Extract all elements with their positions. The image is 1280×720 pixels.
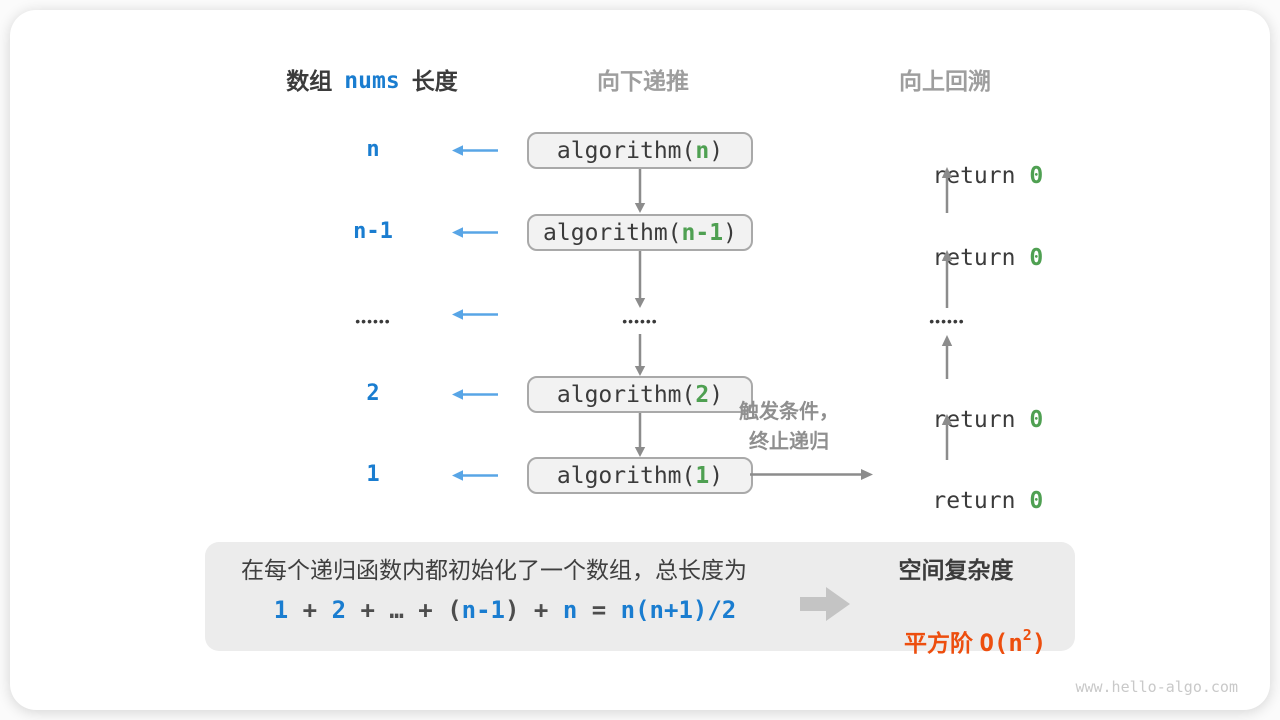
call-box-1: algorithm(1) [527, 457, 753, 494]
return-keyword: return [932, 488, 1030, 514]
summary-formula: 1 + 2 + … + (n-1) + n = n(n+1)/2 [273, 596, 737, 624]
return-value: 0 [1029, 245, 1044, 271]
header-length-text: 长度 [411, 68, 458, 94]
down-arrow-icon [634, 413, 646, 457]
return-statement-n: return 0 [877, 137, 1043, 189]
column-header-recurse-down: 向下递推 [597, 68, 689, 94]
call-text: ) [709, 462, 724, 489]
complexity-value: 平方阶 O(n2) [851, 595, 1061, 658]
call-text: ) [723, 219, 737, 246]
call-arg: 1 [695, 462, 710, 489]
diagram-card: 数组 nums 长度 向下递推 向上回溯 n algorithm(n) retu… [10, 10, 1270, 710]
return-statement-1: return 0 [877, 462, 1043, 514]
call-text: algorithm( [556, 137, 696, 164]
watermark: www.hello-algo.com [1075, 678, 1238, 696]
complexity-title: 空间复杂度 [898, 557, 1014, 583]
return-value: 0 [1029, 163, 1044, 189]
right-arrow-icon [750, 469, 873, 480]
block-arrow-icon [800, 587, 850, 621]
column-header-array-length: 数组 nums 长度 [232, 67, 512, 95]
left-arrow-icon [452, 309, 498, 320]
left-arrow-icon [452, 389, 498, 400]
left-arrow-icon [452, 227, 498, 238]
ellipsis-left: •••••• [355, 313, 391, 329]
left-arrow-icon [452, 470, 498, 481]
row-label-n: n [366, 137, 380, 162]
call-text: algorithm( [556, 381, 696, 408]
return-value: 0 [1029, 488, 1044, 514]
call-text: algorithm( [543, 219, 682, 246]
trigger-note: 触发条件， 终止递归 [719, 397, 859, 457]
header-array-text: 数组 [286, 68, 333, 94]
row-label-2: 2 [366, 381, 380, 406]
header-nums-code: nums [344, 68, 400, 94]
up-arrow-icon [941, 414, 953, 460]
up-arrow-icon [941, 335, 953, 379]
ellipsis-middle: •••••• [622, 313, 658, 329]
down-arrow-icon [634, 334, 646, 376]
return-statement-2: return 0 [877, 381, 1043, 433]
call-text: ) [709, 137, 724, 164]
call-arg: n-1 [681, 219, 724, 246]
up-arrow-icon [941, 250, 953, 308]
call-text: ) [709, 381, 724, 408]
call-box-n: algorithm(n) [527, 132, 753, 169]
summary-panel: 在每个递归函数内都初始化了一个数组，总长度为 1 + 2 + … + (n-1)… [205, 542, 1075, 658]
row-label-1: 1 [366, 462, 380, 487]
call-text: algorithm( [556, 462, 696, 489]
down-arrow-icon [634, 169, 646, 213]
call-arg: 2 [695, 381, 710, 408]
down-arrow-icon [634, 251, 646, 308]
trigger-note-line1: 触发条件， [739, 401, 839, 423]
up-arrow-icon [941, 167, 953, 213]
row-label-n-1: n-1 [353, 219, 393, 244]
ellipsis-right: •••••• [929, 313, 965, 329]
summary-text: 在每个递归函数内都初始化了一个数组，总长度为 [241, 557, 747, 583]
call-arg: n [695, 137, 710, 164]
return-statement-n-1: return 0 [877, 219, 1043, 271]
column-header-backtrack-up: 向上回溯 [899, 68, 991, 94]
call-box-2: algorithm(2) [527, 376, 753, 413]
call-box-n-1: algorithm(n-1) [527, 214, 753, 251]
return-value: 0 [1029, 407, 1044, 433]
trigger-note-line2: 终止递归 [749, 431, 829, 453]
big-o-notation: O(n2) [979, 626, 1047, 658]
complexity-order-text: 平方阶 [904, 630, 980, 656]
left-arrow-icon [452, 145, 498, 156]
